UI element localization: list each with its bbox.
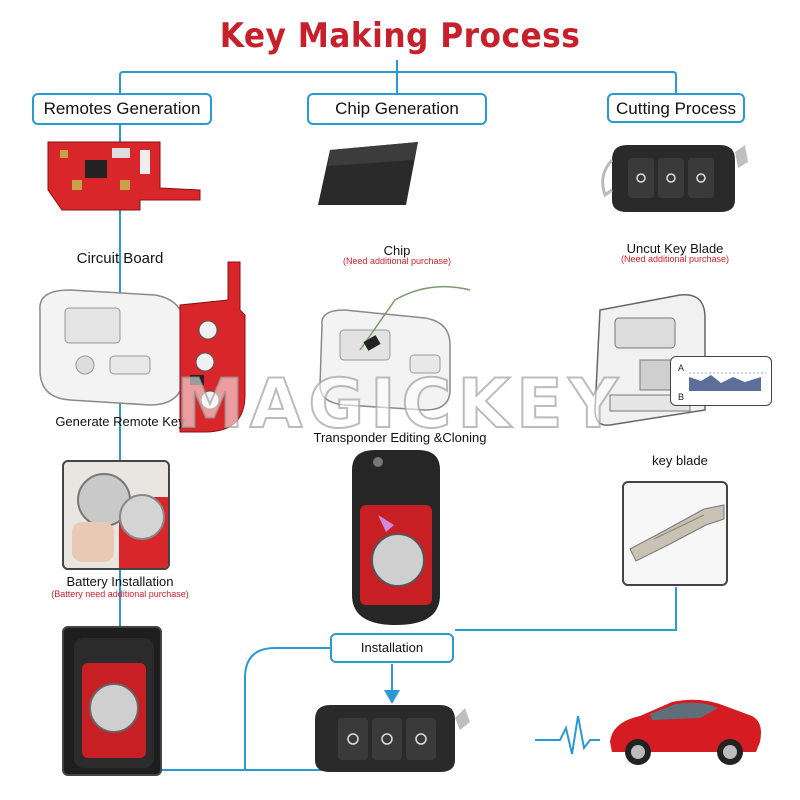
remotes-generation-header: Remotes Generation bbox=[32, 93, 212, 125]
cutting-process-header: Cutting Process bbox=[607, 93, 745, 123]
watermark: MAGICKEY bbox=[175, 364, 624, 445]
chip-generation-header: Chip Generation bbox=[307, 93, 487, 125]
remote-battery-photo bbox=[62, 626, 162, 776]
blade-profile-inset: A B bbox=[670, 356, 772, 406]
page-title: Key Making Process bbox=[219, 16, 581, 56]
down-arrow-icon bbox=[384, 690, 400, 704]
slot-a-label: A bbox=[678, 363, 685, 373]
generate-remote-caption: Generate Remote Key bbox=[55, 414, 185, 429]
chip-note: (Need additional purchase) bbox=[342, 256, 452, 266]
uncut-key-caption: Uncut Key Blade bbox=[626, 241, 724, 256]
installation-box: Installation bbox=[330, 633, 454, 663]
battery-note: (Battery need additional purchase) bbox=[51, 589, 189, 599]
battery-photo bbox=[62, 460, 170, 570]
circuit-board-caption: Circuit Board bbox=[76, 250, 164, 267]
key-blade-icon bbox=[629, 504, 725, 562]
key-blade-caption: key blade bbox=[652, 453, 708, 468]
slot-b-label: B bbox=[678, 392, 685, 402]
battery-caption: Battery Installation bbox=[66, 574, 174, 589]
chip-caption: Chip bbox=[383, 243, 411, 258]
key-blade-photo bbox=[622, 481, 728, 586]
transponder-caption: Transponder Editing &Cloning bbox=[313, 430, 487, 445]
uncut-key-note: (Need additional purchase) bbox=[620, 254, 730, 264]
